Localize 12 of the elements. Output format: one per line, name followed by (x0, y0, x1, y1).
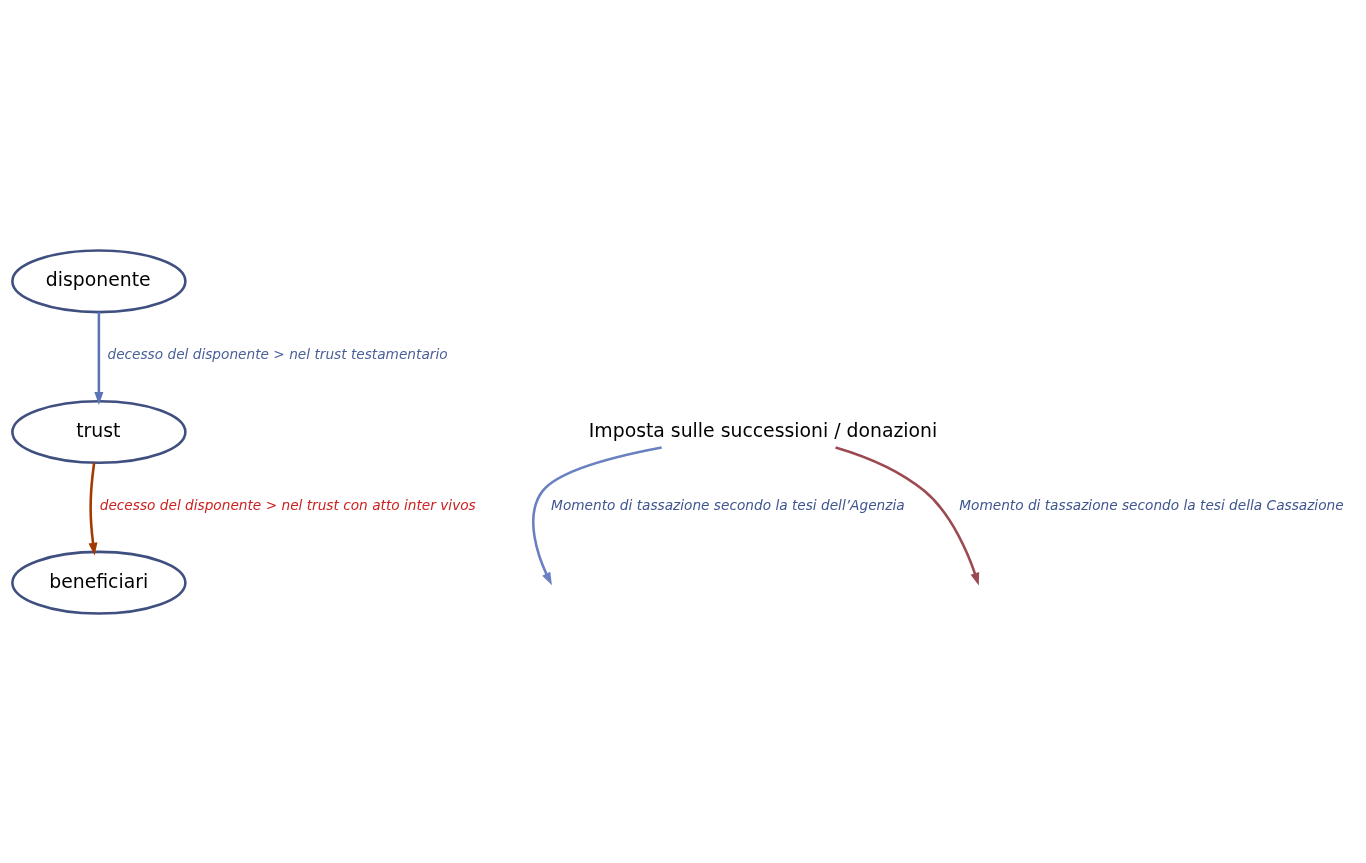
edge-label: decesso del disponente > nel trust con atto inter vivos (99, 496, 476, 513)
node-ellipse: beneficiari (11, 550, 187, 615)
arrow (94, 311, 104, 405)
node-text: Imposta sulle successioni / donazioni (588, 419, 938, 441)
arrow (835, 445, 980, 586)
node-ellipse: trust (11, 399, 187, 464)
edge-label: Momento di tassazione secondo la tesi della Cassazione (959, 496, 1344, 513)
arrow (532, 445, 662, 585)
edge-label: Momento di tassazione secondo la tesi dell’Agenzia (551, 496, 905, 513)
edge-label: decesso del disponente > nel trust testamentario (107, 345, 448, 362)
node-ellipse: disponente (11, 248, 187, 313)
arrow (88, 462, 98, 556)
